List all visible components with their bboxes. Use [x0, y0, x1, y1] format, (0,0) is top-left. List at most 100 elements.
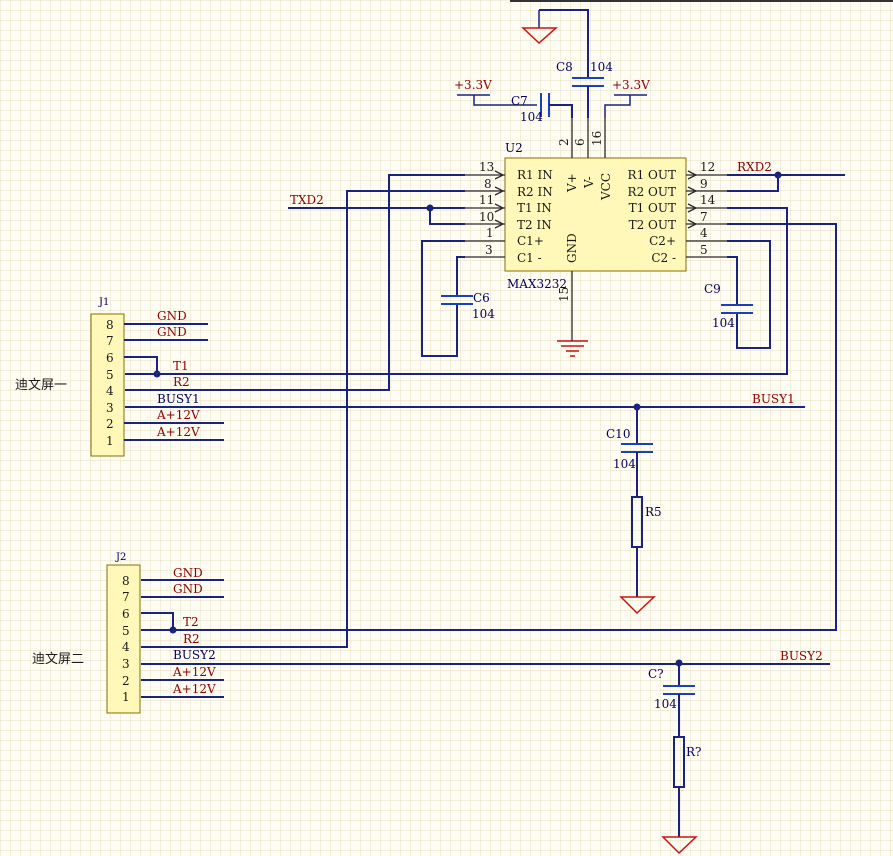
u2-t1out-label: T1 OUT: [629, 201, 676, 215]
u2-pin10-num: 10: [479, 210, 494, 224]
u2-part: MAX3232: [507, 277, 567, 291]
u2-r1in-label: R1 IN: [517, 168, 553, 182]
u2-ref: U2: [505, 141, 523, 155]
j1-t-label: T1: [173, 359, 189, 373]
output-arrow-icon: [687, 170, 698, 180]
u2-left-pins: 13 8 11 10 1 3 R1 IN R2 IN T1 IN T2 IN C…: [465, 160, 553, 265]
u2-r2out-label: R2 OUT: [628, 185, 676, 199]
svg-text:1: 1: [122, 690, 130, 704]
c6-ref: C6: [473, 291, 490, 305]
j1-pin-leads: [124, 323, 224, 441]
j1-body: [90, 313, 125, 457]
j1-gnd-a: GND: [157, 309, 187, 323]
c10-ref: C10: [606, 427, 630, 441]
c7-capacitor[interactable]: +3.3V C7 104: [454, 78, 573, 124]
ground-symbol-icon: [619, 596, 656, 615]
u2-c1m-label: C1 -: [517, 251, 542, 265]
svg-text:7: 7: [106, 334, 114, 348]
c8-value: 104: [590, 60, 613, 74]
svg-text:2: 2: [122, 674, 130, 688]
j1-r-label: R2: [173, 375, 190, 389]
ground-symbol-icon: [521, 27, 558, 45]
u2-pin13-num: 13: [479, 160, 494, 174]
u2-ground: [557, 311, 588, 357]
txd2-label: TXD2: [290, 193, 324, 207]
output-arrow-icon: [687, 203, 698, 213]
j2-t-label: T2: [183, 615, 199, 629]
c8-capacitor[interactable]: C8 104: [521, 9, 613, 118]
c7-ref: C7: [511, 94, 528, 108]
svg-text:5: 5: [122, 624, 130, 638]
u2-right-pins: 12 9 14 7 4 5 R1 OUT R2 OUT T1 OUT T2 OU…: [628, 160, 727, 265]
j1-ref: J1: [98, 297, 109, 308]
c9-capacitor[interactable]: C9 104: [704, 240, 771, 349]
svg-text:3: 3: [122, 657, 130, 671]
net-rxd2[interactable]: RXD2: [727, 160, 845, 192]
j1-pwr-b: A+12V: [156, 425, 200, 439]
j1-connector[interactable]: J1 迪文屏一 8 7 6 5 4 3 2 1 GND GND T1 R2 BU…: [15, 297, 224, 457]
u2-vminus-label: V-: [582, 176, 596, 189]
j2-ref: J2: [115, 552, 126, 563]
ground-symbol-icon: [661, 836, 698, 855]
u2-bottom-pin: 15 GND: [557, 233, 579, 311]
svg-text:3: 3: [106, 401, 114, 415]
c9-value: 104: [712, 316, 735, 330]
r5-ref: R5: [645, 505, 662, 519]
rq-ref: R?: [686, 745, 701, 759]
j2-pwr-b: A+12V: [172, 682, 216, 696]
u2-c1p-label: C1+: [517, 234, 544, 248]
j2-pwr-a: A+12V: [172, 665, 216, 679]
u2-max3232[interactable]: U2 MAX3232 13 8 11 10 1 3 R1 IN R2 IN T1…: [465, 118, 727, 311]
c8-ref: C8: [556, 60, 573, 74]
svg-text:7: 7: [122, 590, 130, 604]
u2-pin15-num: 15: [557, 287, 571, 302]
j2-connector[interactable]: J2 迪文屏二 8 7 6 5 4 3 2 1 GND GND T2 R2 BU…: [32, 552, 224, 714]
u2-pin6-num: 6: [573, 138, 587, 146]
j1-caption: 迪文屏一: [15, 378, 67, 393]
u2-pin16-num: 16: [590, 131, 604, 146]
u2-pin3-num: 3: [485, 243, 493, 257]
u2-pin7-num: 7: [700, 210, 708, 224]
svg-text:8: 8: [106, 318, 114, 332]
svg-text:1: 1: [106, 434, 114, 448]
net-u2-t2out-j2: [141, 223, 837, 631]
c10-value: 104: [613, 457, 636, 471]
u2-pin4-num: 4: [700, 226, 708, 240]
net-busy1[interactable]: BUSY1 C10 104 R5: [125, 392, 805, 615]
j2-gnd-b: GND: [173, 582, 203, 596]
busy2-net-label: BUSY2: [780, 649, 823, 663]
u2-vplus-label: V+: [565, 173, 579, 193]
busy1-net-label: BUSY1: [752, 392, 795, 406]
u2-r2in-label: R2 IN: [517, 185, 553, 199]
j2-pin-numbers: 8 7 6 5 4 3 2 1: [122, 574, 130, 704]
net-txd2[interactable]: TXD2: [288, 193, 465, 225]
j2-busy-label: BUSY2: [173, 648, 216, 662]
c7-value: 104: [520, 110, 543, 124]
j2-body: [106, 564, 141, 714]
svg-text:5: 5: [106, 368, 114, 382]
c6-capacitor[interactable]: C6 104: [421, 240, 495, 357]
j2-r-label: R2: [183, 632, 200, 646]
vcc-left-label: +3.3V: [454, 78, 492, 92]
u2-body: [504, 157, 687, 272]
j1-gnd-b: GND: [157, 325, 187, 339]
svg-text:6: 6: [122, 607, 130, 621]
j2-gnd-a: GND: [173, 566, 203, 580]
u2-gnd-label: GND: [565, 233, 579, 263]
vcc-right-power: +3.3V: [604, 78, 650, 118]
input-arrow-icon: [494, 203, 505, 213]
cq-value: 104: [654, 697, 677, 711]
input-arrow-icon: [494, 219, 505, 229]
u2-pin8-num: 8: [484, 177, 492, 191]
net-busy2[interactable]: BUSY2 C? 104 R?: [141, 649, 830, 855]
u2-pin2-num: 2: [557, 138, 571, 146]
u2-c2m-label: C2 -: [651, 251, 676, 265]
u2-pin9-num: 9: [700, 177, 708, 191]
rxd2-label: RXD2: [737, 160, 772, 174]
input-arrow-icon: [494, 170, 505, 180]
u2-pin12-num: 12: [700, 160, 715, 174]
svg-text:6: 6: [106, 351, 114, 365]
output-arrow-icon: [687, 219, 698, 229]
